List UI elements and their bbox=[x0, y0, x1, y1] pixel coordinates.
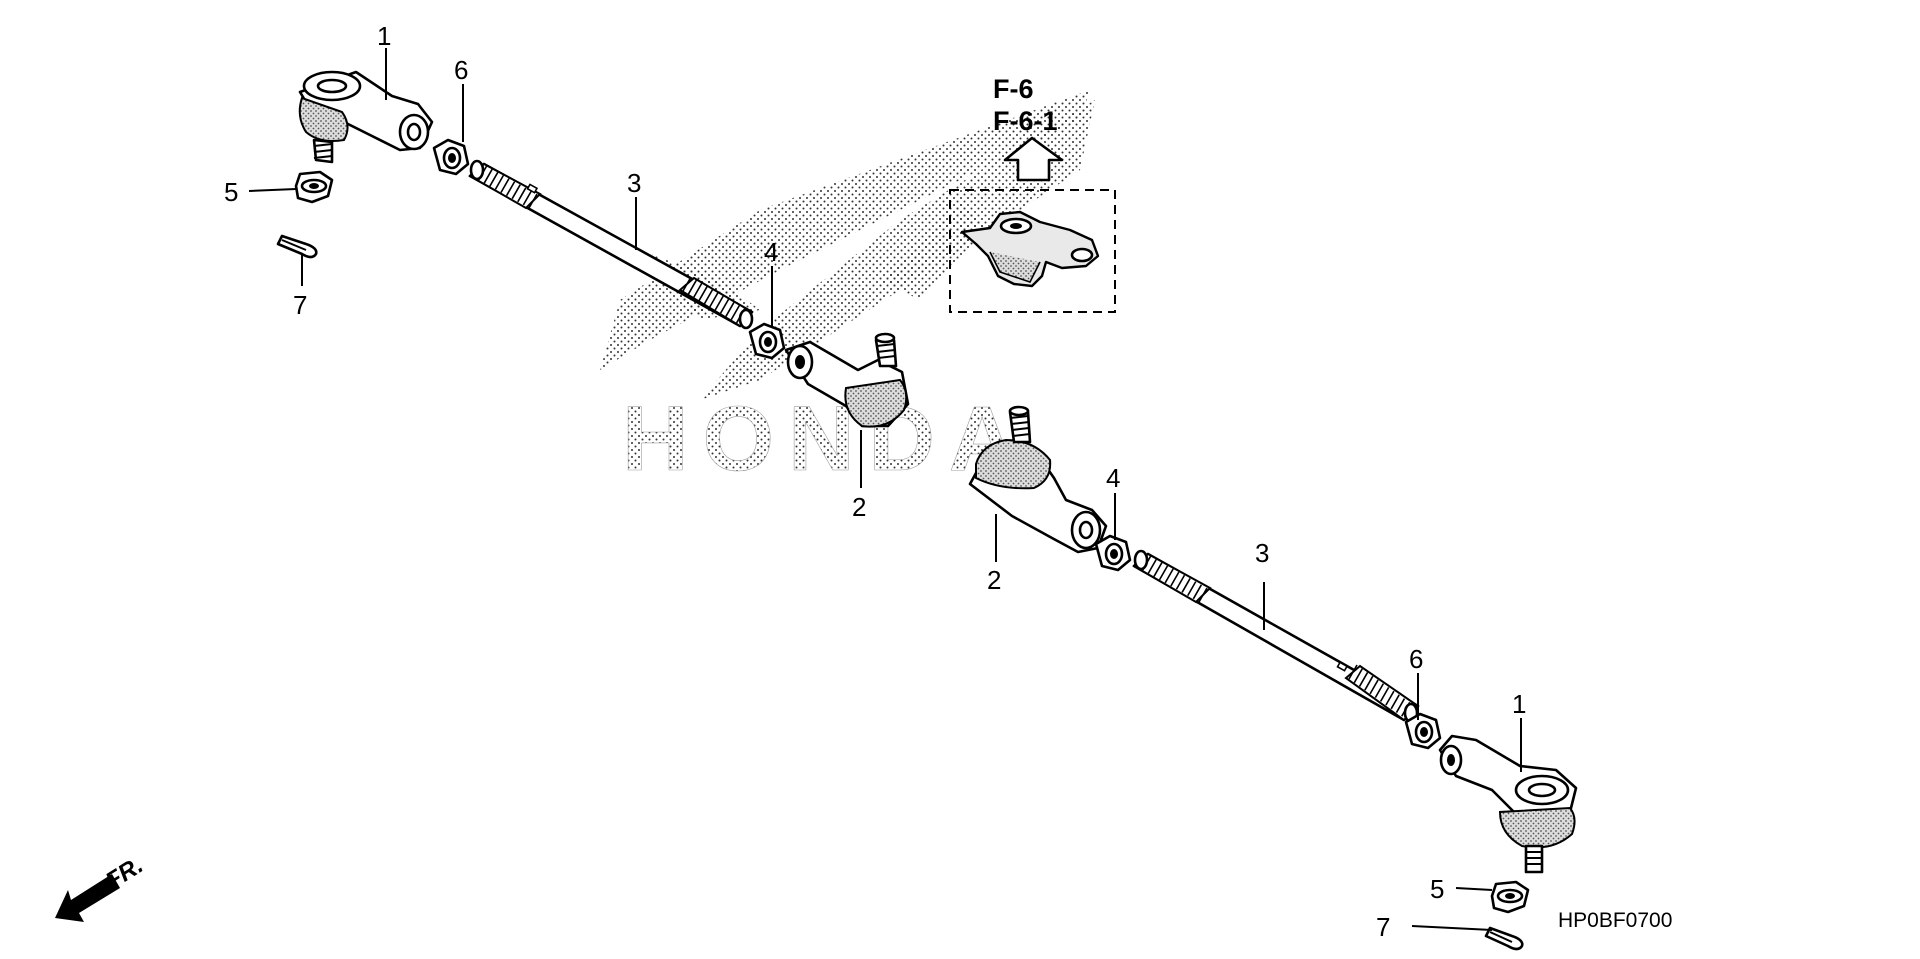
callout-1-left: 1 bbox=[377, 21, 391, 51]
callout-3-left: 3 bbox=[627, 168, 641, 198]
callout-4-left: 4 bbox=[764, 237, 778, 267]
lock-nut-left-inner bbox=[748, 322, 786, 360]
tie-rod-end-left-inner bbox=[784, 332, 910, 428]
cotter-pin-left bbox=[276, 234, 318, 259]
lock-nut-right-outer bbox=[1404, 712, 1442, 750]
tie-rod-right bbox=[1132, 549, 1420, 724]
castle-nut-left bbox=[294, 170, 334, 204]
lock-nut-left-outer bbox=[432, 138, 470, 176]
cotter-pin-right bbox=[1484, 926, 1524, 951]
tie-rod-left bbox=[468, 159, 754, 330]
tie-rod-end-right-inner bbox=[968, 405, 1108, 554]
front-direction-indicator: FR. bbox=[55, 852, 148, 922]
callout-6-left: 6 bbox=[454, 55, 468, 85]
front-arrow-icon bbox=[55, 874, 120, 922]
reference-inset: F-6 F-6-1 bbox=[949, 74, 1116, 313]
honda-watermark-text: HONDA bbox=[622, 388, 1029, 490]
callout-5-right: 5 bbox=[1430, 874, 1444, 904]
callout-4-right: 4 bbox=[1106, 463, 1120, 493]
callout-7-right: 7 bbox=[1376, 912, 1390, 942]
callout-1-right: 1 bbox=[1512, 689, 1526, 719]
reference-arrow-up-icon bbox=[1003, 136, 1064, 182]
reference-label-f6: F-6 bbox=[993, 74, 1034, 104]
callout-7-left: 7 bbox=[293, 290, 307, 320]
callout-6-right: 6 bbox=[1409, 644, 1423, 674]
castle-nut-right bbox=[1490, 880, 1530, 914]
callout-5-left: 5 bbox=[224, 177, 238, 207]
part-code: HP0BF0700 bbox=[1558, 909, 1672, 932]
callout-2-left: 2 bbox=[852, 492, 866, 522]
callout-3-right: 3 bbox=[1255, 538, 1269, 568]
callout-2-right: 2 bbox=[987, 565, 1001, 595]
reference-label-f6-1: F-6-1 bbox=[993, 106, 1058, 136]
lock-nut-right-inner bbox=[1094, 534, 1132, 572]
tie-rod-end-right-outer bbox=[1438, 734, 1578, 874]
leader-lines bbox=[248, 48, 1522, 931]
tie-rod-end-left-outer bbox=[298, 70, 434, 164]
